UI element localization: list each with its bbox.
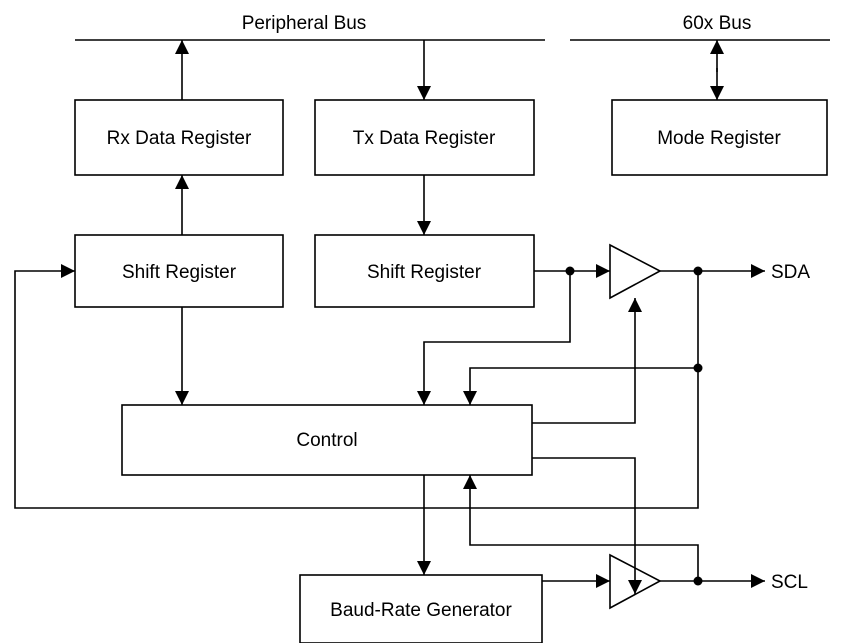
mode-register-label: Mode Register bbox=[657, 128, 781, 149]
control-to-sda-enable-arrow bbox=[532, 298, 642, 424]
scl-feedback-to-control-arrow bbox=[463, 475, 699, 581]
mode-register: Mode Register bbox=[611, 99, 828, 176]
rx-shift-register: Shift Register bbox=[74, 234, 284, 308]
tx-shift-register: Shift Register bbox=[314, 234, 535, 308]
tx-data-register-label: Tx Data Register bbox=[353, 128, 496, 149]
baud-rate-generator: Baud-Rate Generator bbox=[299, 574, 543, 643]
rx-data-register-label: Rx Data Register bbox=[107, 128, 252, 149]
peripheral-bus-label: Peripheral Bus bbox=[242, 13, 367, 34]
control-to-scl-enable-arrow bbox=[532, 457, 642, 594]
sda-feedback-to-rx-shift-arrow bbox=[14, 264, 699, 509]
sda-junction bbox=[693, 266, 703, 276]
tx-data-register: Tx Data Register bbox=[314, 99, 535, 176]
tx-shift-register-label: Shift Register bbox=[367, 262, 482, 283]
sda-feedback-to-control-arrow bbox=[463, 271, 699, 405]
scl-junction bbox=[693, 576, 703, 586]
tx-tap-junction bbox=[565, 266, 575, 276]
sda-label: SDA bbox=[771, 262, 810, 283]
scl-label: SCL bbox=[771, 572, 808, 593]
sda-feedback-junction bbox=[693, 363, 703, 373]
control-label: Control bbox=[296, 430, 357, 451]
sda-buffer bbox=[609, 243, 662, 300]
control-block: Control bbox=[121, 404, 533, 476]
cpu-bus-label: 60x Bus bbox=[683, 13, 752, 34]
rx-shift-register-label: Shift Register bbox=[122, 262, 237, 283]
baud-rate-generator-label: Baud-Rate Generator bbox=[330, 600, 512, 621]
tx-tap-to-control-arrow bbox=[417, 271, 571, 405]
rx-data-register: Rx Data Register bbox=[74, 99, 284, 176]
